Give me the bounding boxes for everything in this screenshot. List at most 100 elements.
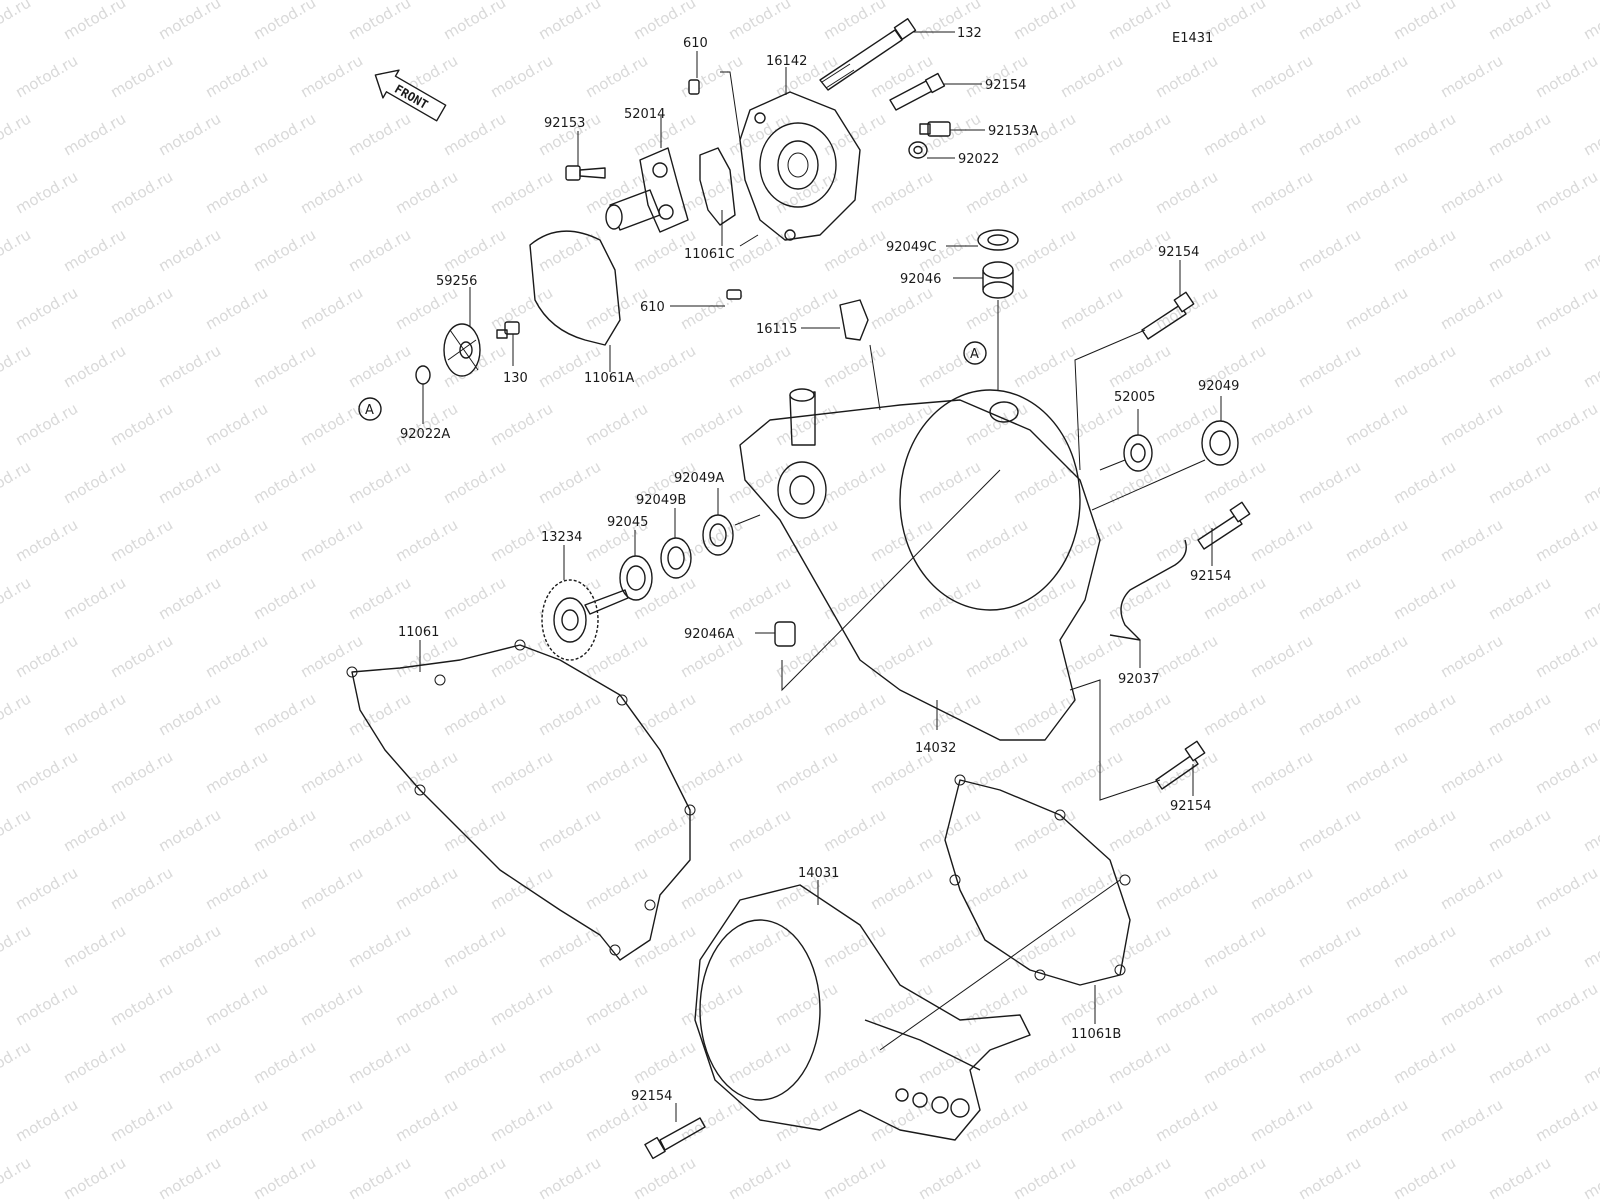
watermark-text: motod.ru: [440, 689, 509, 739]
watermark-text: motod.ru: [962, 1095, 1031, 1145]
watermark-text: motod.ru: [1342, 747, 1411, 797]
watermark-text: motod.ru: [1247, 631, 1316, 681]
label-11061C: 11061C: [684, 247, 734, 262]
watermark-text: motod.ru: [155, 573, 224, 623]
part-92046-needle-bearing: [982, 261, 1014, 299]
watermark-text: motod.ru: [630, 805, 699, 855]
watermark-text: motod.ru: [1437, 863, 1506, 913]
watermark-text: motod.ru: [297, 51, 366, 101]
watermark-text: motod.ru: [1580, 225, 1600, 275]
watermark-text: motod.ru: [1580, 0, 1600, 43]
watermark-text: motod.ru: [1390, 225, 1459, 275]
watermark-text: motod.ru: [1342, 167, 1411, 217]
watermark-text: motod.ru: [0, 921, 34, 971]
watermark-text: motod.ru: [725, 1153, 794, 1200]
watermark-text: motod.ru: [60, 689, 129, 739]
watermark-text: motod.ru: [1390, 805, 1459, 855]
watermark-text: motod.ru: [487, 1095, 556, 1145]
part-16115-oil-plug: [839, 299, 869, 341]
watermark-text: motod.ru: [1247, 515, 1316, 565]
label-92049: 92049: [1198, 379, 1239, 394]
watermark-text: motod.ru: [345, 1153, 414, 1200]
watermark-text: motod.ru: [725, 689, 794, 739]
watermark-text: motod.ru: [962, 979, 1031, 1029]
watermark-text: motod.ru: [820, 921, 889, 971]
watermark-text: motod.ru: [1532, 515, 1600, 565]
watermark-text: motod.ru: [297, 1095, 366, 1145]
watermark-text: motod.ru: [677, 167, 746, 217]
watermark-text: motod.ru: [202, 51, 271, 101]
part-16142-pump-cover: [739, 91, 861, 241]
watermark-text: motod.ru: [1342, 1095, 1411, 1145]
watermark-text: motod.ru: [107, 747, 176, 797]
watermark-text: motod.ru: [772, 515, 841, 565]
label-11061: 11061: [398, 625, 439, 640]
watermark-text: motod.ru: [107, 631, 176, 681]
watermark-text: motod.ru: [820, 0, 889, 43]
label-92154-bottom: 92154: [631, 1089, 672, 1104]
part-11061-gasket: [351, 644, 691, 961]
watermark-text: motod.ru: [1057, 167, 1126, 217]
watermark-text: motod.ru: [535, 0, 604, 43]
watermark-text: motod.ru: [1105, 341, 1174, 391]
label-13234: 13234: [541, 530, 582, 545]
watermark-text: motod.ru: [1580, 1153, 1600, 1200]
part-130-bolt: [496, 321, 520, 339]
watermark-text: motod.ru: [1105, 805, 1174, 855]
watermark-text: motod.ru: [440, 0, 509, 43]
watermark-text: motod.ru: [820, 225, 889, 275]
watermark-text: motod.ru: [1295, 457, 1364, 507]
watermark-text: motod.ru: [487, 747, 556, 797]
watermark-text: motod.ru: [1200, 689, 1269, 739]
watermark-text: motod.ru: [155, 805, 224, 855]
watermark-text: motod.ru: [487, 283, 556, 333]
watermark-text: motod.ru: [1295, 341, 1364, 391]
watermark-text: motod.ru: [1010, 573, 1079, 623]
watermark-text: motod.ru: [155, 1153, 224, 1200]
watermark-text: motod.ru: [820, 457, 889, 507]
watermark-text: motod.ru: [345, 225, 414, 275]
watermark-text: motod.ru: [202, 979, 271, 1029]
watermark-text: motod.ru: [820, 805, 889, 855]
watermark-text: motod.ru: [1247, 1095, 1316, 1145]
watermark-text: motod.ru: [202, 631, 271, 681]
watermark-text: motod.ru: [1532, 399, 1600, 449]
watermark-text: motod.ru: [60, 0, 129, 43]
watermark-text: motod.ru: [582, 399, 651, 449]
watermark-text: motod.ru: [1390, 457, 1459, 507]
watermark-text: motod.ru: [250, 1037, 319, 1087]
watermark-text: motod.ru: [1437, 51, 1506, 101]
watermark-text: motod.ru: [345, 341, 414, 391]
gasket-11061B-holes: [949, 774, 1131, 981]
watermark-text: motod.ru: [250, 1153, 319, 1200]
watermark-text: motod.ru: [962, 283, 1031, 333]
watermark-text: motod.ru: [1152, 167, 1221, 217]
part-92154-bolt-right: [1141, 291, 1195, 340]
watermark-text: motod.ru: [630, 1037, 699, 1087]
watermark-text: motod.ru: [345, 109, 414, 159]
watermark-text: motod.ru: [1532, 863, 1600, 913]
watermark-text: motod.ru: [1295, 573, 1364, 623]
watermark-text: motod.ru: [1485, 689, 1554, 739]
watermark-text: motod.ru: [1152, 979, 1221, 1029]
watermark-text: motod.ru: [1342, 283, 1411, 333]
watermark-text: motod.ru: [250, 0, 319, 43]
label-92154-mid: 92154: [1190, 569, 1231, 584]
watermark-text: motod.ru: [1010, 689, 1079, 739]
watermark-text: motod.ru: [1152, 863, 1221, 913]
label-11061B: 11061B: [1071, 1027, 1121, 1042]
watermark-text: motod.ru: [772, 399, 841, 449]
watermark-text: motod.ru: [155, 689, 224, 739]
watermark-text: motod.ru: [440, 1153, 509, 1200]
watermark-text: motod.ru: [440, 573, 509, 623]
watermark-text: motod.ru: [1010, 1037, 1079, 1087]
part-52014-fitting: [605, 147, 689, 233]
watermark-text: motod.ru: [725, 457, 794, 507]
watermark-text: motod.ru: [1580, 805, 1600, 855]
gasket-11061-holes: [346, 639, 696, 956]
watermark-text: motod.ru: [107, 283, 176, 333]
part-11061B-gasket: [944, 779, 1131, 986]
watermark-text: motod.ru: [440, 225, 509, 275]
watermark-text: motod.ru: [867, 167, 936, 217]
watermark-text: motod.ru: [1105, 689, 1174, 739]
